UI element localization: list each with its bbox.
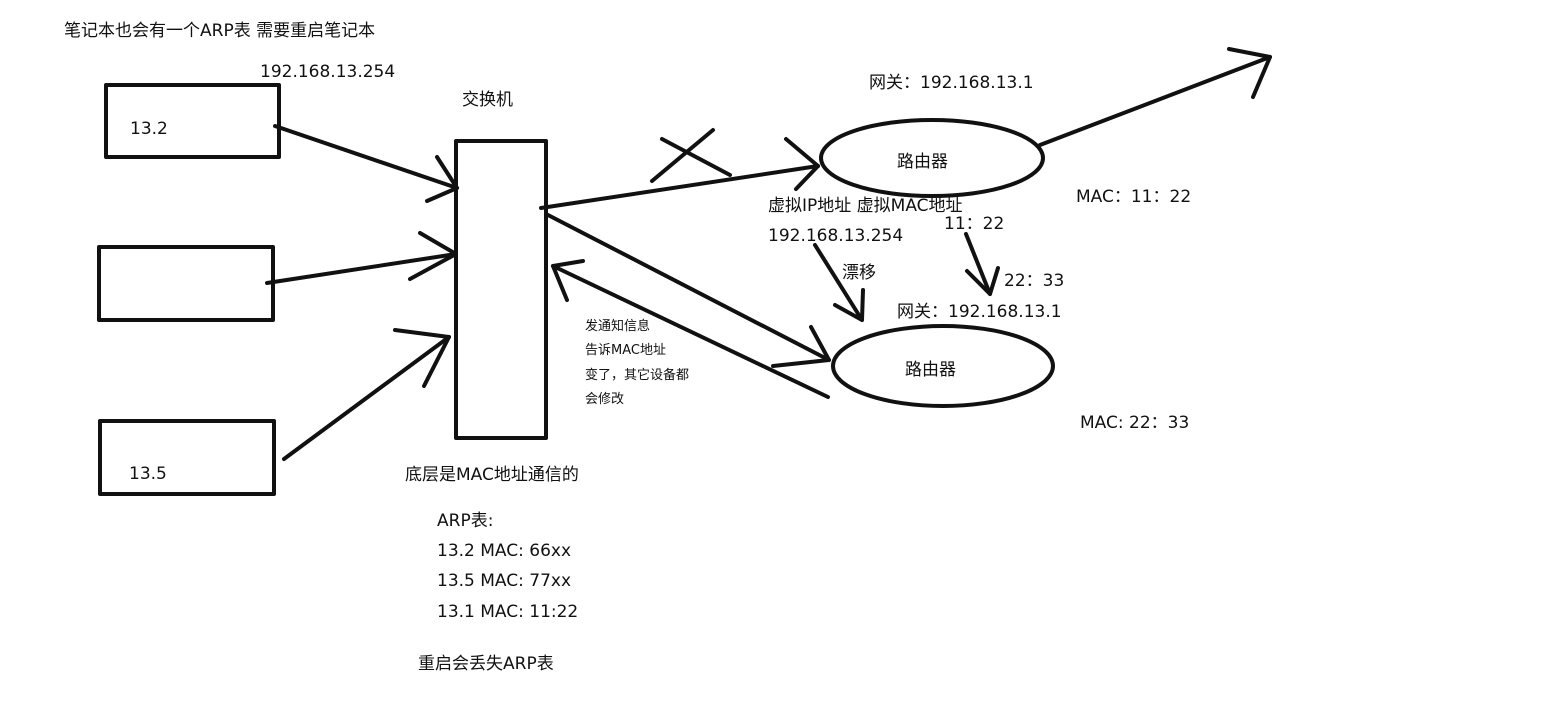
host-1-label: 13.2 bbox=[130, 119, 168, 139]
virtual-address-label: 虚拟IP地址 虚拟MAC地址 bbox=[768, 196, 963, 216]
router-2-label: 路由器 bbox=[905, 360, 956, 380]
arrowhead-router1 bbox=[784, 137, 820, 191]
arrow-router2-to-switch bbox=[551, 264, 830, 399]
arrow-switch-to-router1 bbox=[539, 164, 820, 210]
arrow-drift-ip bbox=[813, 243, 864, 322]
router-1-ellipse bbox=[819, 118, 1045, 198]
arp-row-3: 13.1 MAC: 11:22 bbox=[437, 602, 579, 622]
arrow-host2-to-switch bbox=[265, 252, 458, 285]
laptop-ip-label: 192.168.13.254 bbox=[260, 62, 396, 82]
bottom-note: 底层是MAC地址通信的 bbox=[405, 465, 579, 485]
laptop-note: 笔记本也会有一个ARP表 需要重启笔记本 bbox=[64, 21, 376, 41]
arp-row-2: 13.5 MAC: 77xx bbox=[437, 571, 572, 591]
arp-row-1: 13.2 MAC: 66xx bbox=[437, 541, 572, 561]
notify-line-2: 告诉MAC地址 bbox=[585, 343, 666, 358]
arrowhead-router2 bbox=[771, 325, 831, 368]
router-1-label: 路由器 bbox=[897, 152, 948, 172]
router-2-mac: MAC: 22：33 bbox=[1080, 413, 1190, 433]
gateway-1-label: 网关：192.168.13.1 bbox=[869, 73, 1034, 93]
switch-title: 交换机 bbox=[462, 90, 513, 110]
arrow-host1-to-switch bbox=[273, 124, 459, 190]
host-box-2 bbox=[97, 245, 275, 322]
arrow-router1-to-internet bbox=[1038, 55, 1272, 147]
arrowhead-host3 bbox=[393, 328, 451, 388]
arrow-host3-to-switch bbox=[282, 335, 451, 461]
notify-line-3: 变了，其它设备都 bbox=[585, 368, 690, 383]
router-1-mac: MAC：11：22 bbox=[1076, 187, 1192, 207]
arrowhead-internet bbox=[1227, 47, 1272, 99]
gateway-2-label: 网关：192.168.13.1 bbox=[897, 302, 1062, 322]
virtual-mac-label: 11：22 bbox=[944, 214, 1005, 234]
host-3-label: 13.5 bbox=[129, 464, 167, 484]
host-box-1 bbox=[104, 83, 281, 159]
arrow-switch-to-router2 bbox=[546, 213, 831, 362]
switch-box bbox=[454, 139, 548, 440]
notify-line-1: 发通知信息 bbox=[585, 319, 651, 334]
virtual-ip-label: 192.168.13.254 bbox=[768, 226, 904, 246]
new-mac-label: 22：33 bbox=[1004, 271, 1065, 291]
reboot-note: 重启会丢失ARP表 bbox=[418, 654, 554, 674]
drift-label: 漂移 bbox=[842, 263, 876, 283]
arrowhead-notify bbox=[551, 259, 585, 302]
router-2-ellipse bbox=[831, 324, 1055, 408]
arp-table-title: ARP表: bbox=[437, 511, 494, 531]
cross-mark bbox=[650, 128, 732, 183]
arrow-drift-mac bbox=[964, 232, 992, 296]
arrowhead-host1 bbox=[425, 155, 459, 203]
arrowhead-host2 bbox=[408, 231, 458, 281]
arrowhead-drift-ip bbox=[833, 288, 865, 322]
host-box-3 bbox=[98, 419, 276, 496]
notify-line-4: 会修改 bbox=[585, 392, 625, 407]
arrowhead-drift-mac bbox=[965, 266, 1000, 296]
